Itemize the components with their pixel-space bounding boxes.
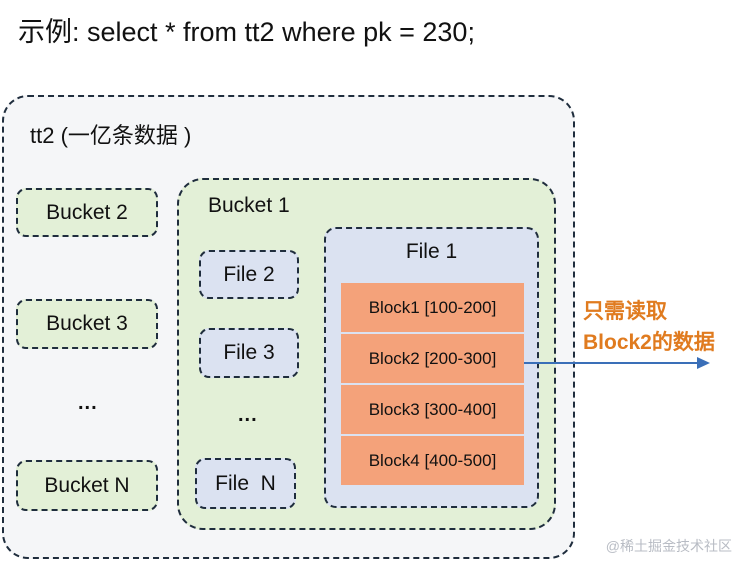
block-4: Block4 [400-500] [341,436,524,485]
file-ellipsis: ... [238,404,258,426]
block-3: Block3 [300-400] [341,385,524,434]
arrow-head-icon [697,357,710,369]
bucket-ellipsis: ... [78,392,98,414]
block-1-label: Block1 [100-200] [368,297,497,317]
bucket-3-box: Bucket 3 [16,299,158,349]
page-title: 示例: select * from tt2 where pk = 230; [18,17,475,47]
annotation-line-2: Block2的数据 [583,331,715,354]
file-n-box: File N [195,458,296,509]
file-n-label: File N [215,471,276,495]
bucket-3-label: Bucket 3 [46,312,128,335]
block-2-label: Block2 [200-300] [368,348,497,368]
block-2: Block2 [200-300] [341,334,524,383]
bucket-n-label: Bucket N [44,473,130,497]
watermark: @稀土掘金技术社区 [605,538,732,554]
annotation-line-1: 只需读取 [583,300,667,323]
bucket-1-label: Bucket 1 [208,194,290,217]
block-1: Block1 [100-200] [341,283,524,332]
table-label: tt2 (一亿条数据 ) [30,123,192,148]
bucket-2-label: Bucket 2 [46,200,128,224]
file-3-label: File 3 [223,341,275,364]
bucket-2-box: Bucket 2 [16,188,158,237]
file-2-label: File 2 [223,262,275,286]
block-4-label: Block4 [400-500] [368,450,497,470]
bucket-n-box: Bucket N [16,460,158,511]
file-3-box: File 3 [199,328,299,378]
file-2-box: File 2 [199,250,299,299]
file-1-label: File 1 [405,240,458,263]
block-3-label: Block3 [300-400] [368,399,497,419]
